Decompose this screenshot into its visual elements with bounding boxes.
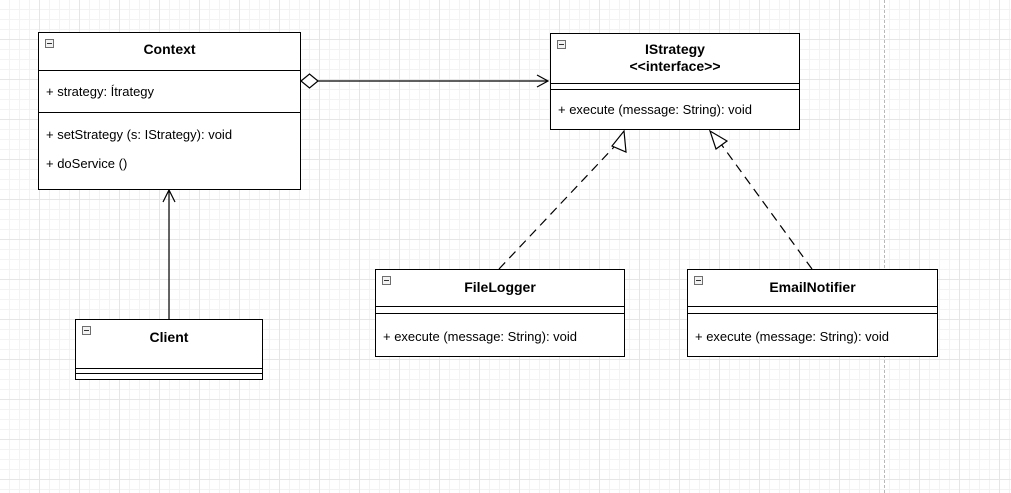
class-stereotype: <<interface>>: [629, 58, 721, 74]
class-header: FileLogger: [376, 270, 624, 307]
attributes-section: [376, 307, 624, 314]
operations-section: [76, 374, 262, 379]
collapse-icon[interactable]: [382, 276, 391, 285]
collapse-icon[interactable]: [45, 39, 54, 48]
attributes-section: + strategy: Ítrategy: [39, 71, 300, 113]
class-header: EmailNotifier: [688, 270, 937, 307]
class-istrategy[interactable]: IStrategy <<interface>> + execute (messa…: [550, 33, 800, 130]
operations-section: + execute (message: String): void: [551, 90, 799, 124]
class-name: Client: [149, 329, 189, 345]
class-emailnotifier[interactable]: EmailNotifier + execute (message: String…: [687, 269, 938, 357]
collapse-icon[interactable]: [82, 326, 91, 335]
operations-section: + execute (message: String): void: [688, 314, 937, 351]
class-client[interactable]: Client: [75, 319, 263, 380]
class-header: IStrategy <<interface>>: [551, 34, 799, 84]
operations-section: + setStrategy (s: IStrategy): void + doS…: [39, 113, 300, 178]
class-header: Context: [39, 33, 300, 71]
collapse-icon[interactable]: [557, 40, 566, 49]
class-name: IStrategy: [645, 41, 705, 57]
operations-section: + execute (message: String): void: [376, 314, 624, 351]
operation-row[interactable]: + setStrategy (s: IStrategy): void: [46, 127, 233, 142]
class-filelogger[interactable]: FileLogger + execute (message: String): …: [375, 269, 625, 357]
operation-row[interactable]: + execute (message: String): void: [695, 329, 890, 344]
operation-row[interactable]: + doService (): [46, 156, 128, 171]
class-name: EmailNotifier: [769, 279, 856, 295]
page-break-guide: [884, 0, 885, 493]
attributes-section: [76, 369, 262, 374]
realization-emailnotifier-istrategy[interactable]: [708, 129, 813, 270]
class-header: Client: [76, 320, 262, 369]
class-name: FileLogger: [464, 279, 536, 295]
class-context[interactable]: Context + strategy: Ítrategy + setStrate…: [38, 32, 301, 190]
attribute-row[interactable]: + strategy: Ítrategy: [46, 84, 155, 99]
attributes-section: [551, 84, 799, 90]
realization-filelogger-istrategy[interactable]: [498, 129, 627, 270]
operation-row[interactable]: + execute (message: String): void: [558, 102, 753, 117]
attributes-section: [688, 307, 937, 314]
aggregation-context-istrategy[interactable]: [300, 73, 550, 89]
class-name: Context: [143, 41, 196, 57]
operation-row[interactable]: + execute (message: String): void: [383, 329, 578, 344]
association-client-context[interactable]: [162, 188, 176, 319]
collapse-icon[interactable]: [694, 276, 703, 285]
